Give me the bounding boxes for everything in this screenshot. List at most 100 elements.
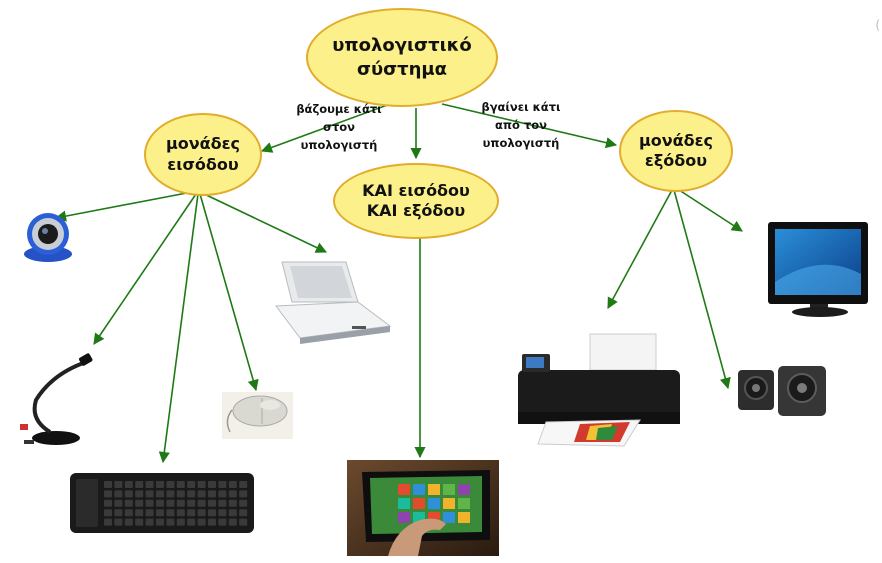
keyboard-key xyxy=(104,518,112,526)
node-output-units: μονάδες εξόδου xyxy=(619,110,733,192)
edge-label-output: βγαίνει κάτι από τον υπολογιστή xyxy=(465,99,577,152)
keyboard-key xyxy=(228,509,237,517)
tablet-tile xyxy=(458,484,470,495)
keyboard-key xyxy=(135,518,144,526)
keyboard-key xyxy=(239,481,248,488)
tablet-image xyxy=(347,460,499,556)
tablet-tile xyxy=(458,498,470,509)
keyboard-key xyxy=(124,509,133,517)
keyboard-key xyxy=(228,499,237,507)
tablet-tile xyxy=(443,512,455,523)
corner-mark: ( xyxy=(875,18,880,32)
keyboard-key xyxy=(239,509,248,517)
monitor-image xyxy=(768,222,868,317)
tablet-tile xyxy=(428,484,440,495)
tablet-tile xyxy=(458,512,470,523)
keyboard-key xyxy=(208,481,216,488)
arrow-input-to-keyboard xyxy=(158,193,199,464)
keyboard-key xyxy=(239,490,248,498)
tablet-tile xyxy=(398,498,410,509)
mouse-image xyxy=(222,392,293,439)
node-input-and-output-line-1: ΚΑΙ εισόδου xyxy=(362,180,470,200)
node-output-units-line-1: μονάδες xyxy=(638,130,714,150)
keyboard-key xyxy=(166,499,175,507)
keyboard-key xyxy=(239,499,248,507)
keyboard-key xyxy=(228,490,237,498)
keyboard-key xyxy=(197,481,206,488)
keyboard-key xyxy=(124,481,133,488)
keyboard-key xyxy=(228,518,237,526)
keyboard-key xyxy=(218,499,227,507)
arrow-root-to-input xyxy=(260,103,391,153)
tablet-tile xyxy=(443,484,455,495)
arrow-output-to-printer xyxy=(607,189,673,309)
tablet-tile xyxy=(413,498,425,509)
keyboard-key xyxy=(176,499,185,507)
keyboard-key xyxy=(145,490,154,498)
keyboard-key xyxy=(218,490,227,498)
node-input-units-line-2: εισόδου xyxy=(167,154,239,174)
node-computer-system: υπολογιστικό σύστημα xyxy=(306,8,498,107)
keyboard-key xyxy=(124,499,133,507)
tablet-tile xyxy=(413,484,425,495)
keyboard-key xyxy=(145,481,154,488)
tablet-tile xyxy=(398,484,410,495)
speakers-image xyxy=(738,366,826,416)
keyboard-key xyxy=(208,490,216,498)
keyboard-image xyxy=(70,473,254,533)
keyboard-key xyxy=(187,499,196,507)
tablet-tile xyxy=(398,512,410,523)
node-input-and-output: ΚΑΙ εισόδου ΚΑΙ εξόδου xyxy=(333,163,499,239)
keyboard-key xyxy=(166,518,175,526)
keyboard-key xyxy=(156,499,164,507)
webcam-image xyxy=(24,213,72,262)
keyboard-key xyxy=(156,509,164,517)
node-output-units-line-2: εξόδου xyxy=(644,151,708,170)
keyboard-key xyxy=(145,509,154,517)
edge-label-input-line-1: βάζουμε κάτι xyxy=(296,102,382,116)
keyboard-key xyxy=(135,509,144,517)
keyboard-key xyxy=(197,490,206,498)
node-input-and-output-line-2: ΚΑΙ εξόδου xyxy=(366,201,466,220)
keyboard-key xyxy=(104,499,112,507)
keyboard-key xyxy=(197,509,206,517)
keyboard-key xyxy=(208,509,216,517)
scanner-image xyxy=(275,261,392,344)
keyboard-key xyxy=(104,481,112,488)
arrow-input-to-webcam xyxy=(54,191,193,222)
arrow-input-to-mouse xyxy=(199,193,259,392)
keyboard-key xyxy=(135,481,144,488)
keyboard-key xyxy=(176,481,185,488)
keyboard-key xyxy=(208,518,216,526)
keyboard-key xyxy=(145,499,154,507)
keyboard-key xyxy=(166,509,175,517)
arrow-output-to-speakers xyxy=(673,189,731,390)
arrow-output-to-monitor xyxy=(675,187,743,232)
tablet-tile xyxy=(428,498,440,509)
keyboard-key xyxy=(104,490,112,498)
node-computer-system-line-2: σύστημα xyxy=(356,58,448,80)
keyboard-key xyxy=(218,518,227,526)
keyboard-key xyxy=(124,518,133,526)
keyboard-key xyxy=(187,509,196,517)
keyboard-key xyxy=(239,518,248,526)
keyboard-key xyxy=(187,490,196,498)
keyboard-key xyxy=(218,481,227,488)
tablet-tile xyxy=(413,512,425,523)
keyboard-key xyxy=(197,518,206,526)
arrow-input-to-scanner xyxy=(199,191,328,253)
edge-label-output-line-1: βγαίνει κάτι xyxy=(481,100,561,114)
keyboard-key xyxy=(135,499,144,507)
node-input-units: μονάδες εισόδου xyxy=(144,113,262,196)
microphone-image xyxy=(20,353,93,445)
edge-label-input-line-2: στον xyxy=(322,119,356,134)
edge-label-output-line-3: υπολογιστή xyxy=(482,135,560,150)
keyboard-key xyxy=(166,490,175,498)
keyboard-key xyxy=(156,518,164,526)
keyboard-key xyxy=(176,490,185,498)
keyboard-key xyxy=(208,499,216,507)
edge-label-input-line-3: υπολογιστή xyxy=(300,137,378,152)
node-computer-system-line-1: υπολογιστικό xyxy=(332,35,472,57)
keyboard-key xyxy=(104,509,112,517)
